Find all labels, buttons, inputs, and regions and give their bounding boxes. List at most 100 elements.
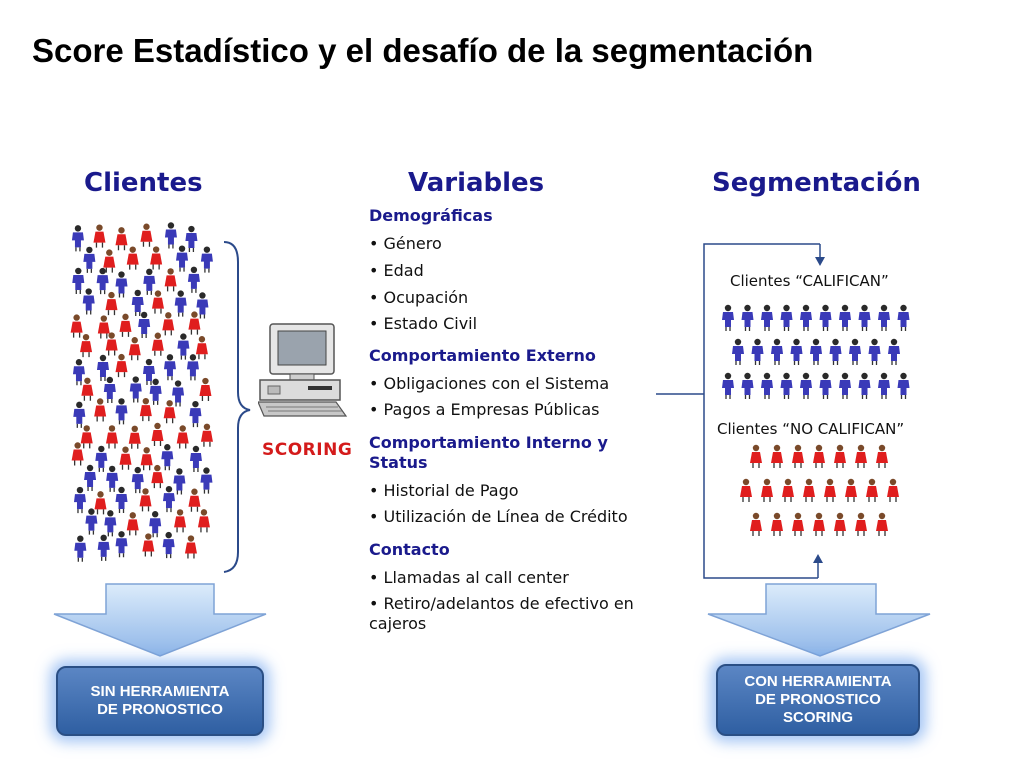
- person-male-icon: [196, 292, 209, 319]
- slide-title: Score Estadístico y el desafío de la seg…: [32, 32, 814, 69]
- person-female-icon: [750, 444, 762, 468]
- bullet-item: • Utilización de Línea de Crédito: [369, 507, 628, 526]
- person-female-icon: [876, 512, 888, 536]
- person-male-icon: [84, 464, 97, 492]
- person-female-icon: [81, 377, 94, 401]
- person-male-icon: [138, 311, 151, 338]
- segmentation-bracket: [703, 243, 820, 579]
- person-male-icon: [149, 378, 162, 405]
- person-female-icon: [855, 444, 867, 468]
- bullet-item: • Llamadas al call center: [369, 568, 569, 587]
- badge-line: DE PRONOSTICO: [755, 691, 881, 708]
- person-male-icon: [741, 372, 754, 399]
- person-male-icon: [103, 376, 116, 403]
- person-female-icon: [105, 291, 118, 316]
- person-female-icon: [163, 400, 176, 424]
- person-male-icon: [800, 304, 812, 331]
- person-male-icon: [819, 372, 832, 399]
- person-female-icon: [174, 509, 187, 533]
- person-male-icon: [177, 333, 190, 360]
- person-male-icon: [96, 354, 109, 382]
- person-female-icon: [128, 425, 141, 449]
- person-female-icon: [128, 337, 141, 361]
- person-female-icon: [139, 397, 152, 422]
- heading-clientes: Clientes: [84, 168, 203, 198]
- person-female-icon: [866, 478, 878, 502]
- person-male-icon: [115, 531, 128, 558]
- person-male-icon: [189, 400, 202, 428]
- heading-variables: Variables: [408, 168, 545, 198]
- person-female-icon: [119, 313, 132, 337]
- person-female-icon: [813, 512, 825, 536]
- person-female-icon: [71, 442, 84, 466]
- person-male-icon: [829, 338, 842, 365]
- person-female-icon: [115, 353, 128, 378]
- bullet-item-continuation: cajeros: [369, 614, 427, 633]
- person-female-icon: [164, 268, 177, 292]
- person-female-icon: [140, 223, 153, 247]
- person-female-icon: [97, 315, 110, 339]
- person-male-icon: [72, 267, 85, 294]
- person-male-icon: [200, 467, 213, 494]
- category-comportamiento-interno: Comportamiento Interno y: [369, 433, 608, 452]
- person-male-icon: [82, 288, 95, 315]
- person-male-icon: [74, 535, 87, 562]
- person-male-icon: [780, 304, 793, 331]
- person-male-icon: [115, 271, 128, 298]
- person-female-icon: [151, 422, 164, 446]
- person-female-icon: [188, 311, 201, 335]
- person-male-icon: [131, 289, 144, 316]
- badge-line: DE PRONOSTICO: [97, 701, 223, 718]
- person-female-icon: [94, 398, 107, 422]
- person-male-icon: [143, 268, 156, 295]
- person-male-icon: [185, 225, 198, 253]
- person-female-icon: [782, 478, 794, 502]
- big-arrow-right-icon: [707, 583, 931, 657]
- person-female-icon: [140, 447, 153, 471]
- person-male-icon: [176, 245, 189, 272]
- person-female-icon: [80, 425, 93, 449]
- person-female-icon: [105, 425, 118, 449]
- person-male-icon: [129, 376, 142, 403]
- person-male-icon: [810, 338, 822, 365]
- person-female-icon: [761, 478, 773, 502]
- label-no-califican: Clientes “NO CALIFICAN”: [717, 420, 905, 438]
- person-male-icon: [849, 338, 861, 365]
- person-male-icon: [839, 372, 851, 399]
- bullet-item: • Obligaciones con el Sistema: [369, 374, 610, 393]
- person-female-icon: [197, 509, 210, 533]
- person-male-icon: [162, 531, 175, 559]
- badge-line: SCORING: [782, 709, 853, 726]
- person-male-icon: [131, 466, 144, 494]
- bullet-item: • Pagos a Empresas Públicas: [369, 400, 600, 419]
- bullet-item: • Género: [369, 234, 442, 253]
- person-female-icon: [855, 512, 867, 536]
- bullet-item: • Estado Civil: [369, 314, 478, 333]
- person-male-icon: [163, 354, 176, 381]
- heading-segmentacion: Segmentación: [712, 168, 921, 198]
- person-male-icon: [761, 372, 773, 399]
- person-female-icon: [834, 512, 846, 536]
- person-male-icon: [142, 358, 155, 386]
- person-female-icon: [824, 478, 836, 502]
- computer-icon: [258, 323, 348, 417]
- person-female-icon: [151, 290, 164, 314]
- person-male-icon: [85, 508, 98, 535]
- person-female-icon: [150, 246, 163, 270]
- arrow-down-icon: [815, 257, 825, 266]
- person-female-icon: [771, 444, 783, 468]
- person-male-icon: [888, 338, 900, 365]
- person-female-icon: [184, 535, 197, 559]
- person-male-icon: [115, 486, 128, 513]
- person-male-icon: [819, 304, 832, 331]
- person-male-icon: [106, 465, 119, 492]
- category-contacto: Contacto: [369, 540, 450, 559]
- scoring-label: SCORING: [262, 440, 353, 460]
- person-male-icon: [751, 338, 764, 365]
- person-male-icon: [897, 304, 910, 331]
- person-male-icon: [96, 267, 109, 295]
- person-female-icon: [142, 533, 155, 557]
- badge-sin-herramienta: SIN HERRAMIENTA DE PRONOSTICO: [56, 666, 264, 736]
